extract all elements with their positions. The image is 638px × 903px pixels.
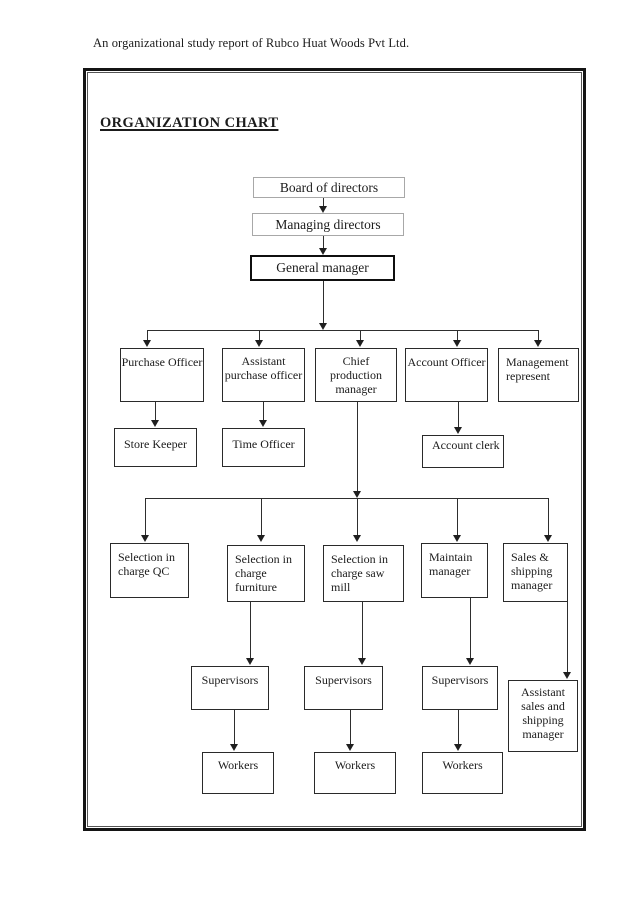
arrow-down-icon [353, 491, 361, 498]
arrow-down-icon [353, 535, 361, 542]
connector-line [155, 402, 156, 420]
arrow-down-icon [534, 340, 542, 347]
page-border-inner-line [87, 72, 582, 827]
connector-line [458, 710, 459, 744]
arrow-down-icon [230, 744, 238, 751]
connector-line [261, 498, 262, 535]
branch-line [147, 330, 538, 331]
connector-line [457, 330, 458, 340]
connector-line [250, 602, 251, 658]
connector-line [360, 330, 361, 340]
node-supervisors-1: Supervisors [191, 666, 269, 710]
node-assistant-purchase-officer: Assistant purchase officer [222, 348, 305, 402]
arrow-down-icon [246, 658, 254, 665]
connector-line [323, 198, 324, 207]
node-board-of-directors: Board of directors [253, 177, 405, 198]
connector-line [458, 402, 459, 427]
connector-line [323, 281, 324, 323]
connector-line [567, 602, 568, 672]
page-border-frame [83, 68, 586, 831]
report-header-text: An organizational study report of Rubco … [93, 36, 410, 50]
arrow-down-icon [319, 248, 327, 255]
arrow-down-icon [143, 340, 151, 347]
connector-line [350, 710, 351, 744]
node-account-clerk: Account clerk [422, 435, 504, 468]
arrow-down-icon [358, 658, 366, 665]
connector-line [259, 330, 260, 340]
connector-line [548, 498, 549, 535]
arrow-down-icon [453, 340, 461, 347]
arrow-down-icon [151, 420, 159, 427]
arrow-down-icon [454, 744, 462, 751]
connector-line [323, 236, 324, 249]
node-workers-3: Workers [422, 752, 503, 794]
connector-line [357, 402, 358, 491]
connector-line [263, 402, 264, 420]
connector-line [145, 498, 146, 535]
node-time-officer: Time Officer [222, 428, 305, 467]
arrow-down-icon [466, 658, 474, 665]
node-selection-in-charge-saw-mill: Selection in charge saw mill [323, 545, 404, 602]
arrow-down-icon [319, 323, 327, 330]
connector-line [357, 498, 358, 535]
node-chief-production-manager: Chief production manager [315, 348, 397, 402]
connector-line [470, 598, 471, 658]
arrow-down-icon [563, 672, 571, 679]
node-management-represent: Management represent [498, 348, 579, 402]
node-sales-shipping-manager: Sales & shipping manager [503, 543, 568, 602]
connector-line [362, 602, 363, 658]
node-selection-in-charge-furniture: Selection in charge furniture [227, 545, 305, 602]
node-workers-2: Workers [314, 752, 396, 794]
arrow-down-icon [356, 340, 364, 347]
arrow-down-icon [319, 206, 327, 213]
branch-line [145, 498, 548, 499]
connector-line [457, 498, 458, 535]
node-general-manager: General manager [250, 255, 395, 281]
arrow-down-icon [453, 535, 461, 542]
node-purchase-officer: Purchase Officer [120, 348, 204, 402]
node-account-officer: Account Officer [405, 348, 488, 402]
arrow-down-icon [257, 535, 265, 542]
node-supervisors-2: Supervisors [304, 666, 383, 710]
arrow-down-icon [544, 535, 552, 542]
connector-line [538, 330, 539, 340]
connector-line [234, 710, 235, 744]
arrow-down-icon [259, 420, 267, 427]
chart-title: ORGANIZATION CHART [100, 115, 279, 131]
node-store-keeper: Store Keeper [114, 428, 197, 467]
arrow-down-icon [255, 340, 263, 347]
connector-line [147, 330, 148, 340]
node-workers-1: Workers [202, 752, 274, 794]
node-maintain-manager: Maintain manager [421, 543, 488, 598]
arrow-down-icon [454, 427, 462, 434]
arrow-down-icon [346, 744, 354, 751]
node-supervisors-3: Supervisors [422, 666, 498, 710]
node-managing-directors: Managing directors [252, 213, 404, 236]
node-assistant-sales-shipping-manager: Assistant sales and shipping manager [508, 680, 578, 752]
node-selection-in-charge-qc: Selection in charge QC [110, 543, 189, 598]
arrow-down-icon [141, 535, 149, 542]
